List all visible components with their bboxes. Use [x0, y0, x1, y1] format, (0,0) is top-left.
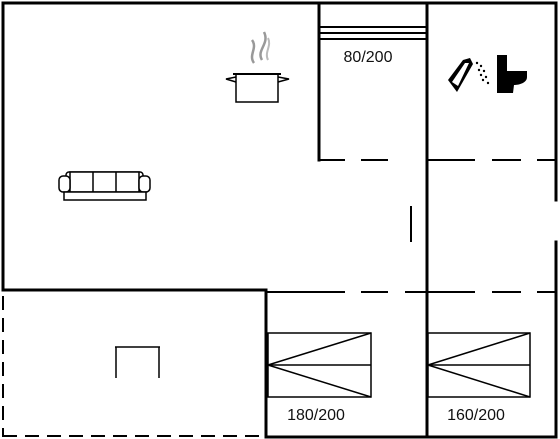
single-bed-80 [319, 26, 427, 40]
bed-180 [267, 332, 372, 398]
bed-label-80: 80/200 [344, 49, 393, 66]
bed-label-180: 180/200 [287, 407, 345, 424]
shower-toilet-icon [448, 55, 527, 93]
terrace-outline [2, 296, 262, 437]
cooking-pot-icon [225, 31, 290, 103]
bed-label-160: 160/200 [447, 407, 505, 424]
table-icon [115, 346, 160, 378]
sofa-icon [58, 171, 151, 201]
bed-160 [427, 332, 531, 398]
partition-walls [266, 159, 556, 293]
